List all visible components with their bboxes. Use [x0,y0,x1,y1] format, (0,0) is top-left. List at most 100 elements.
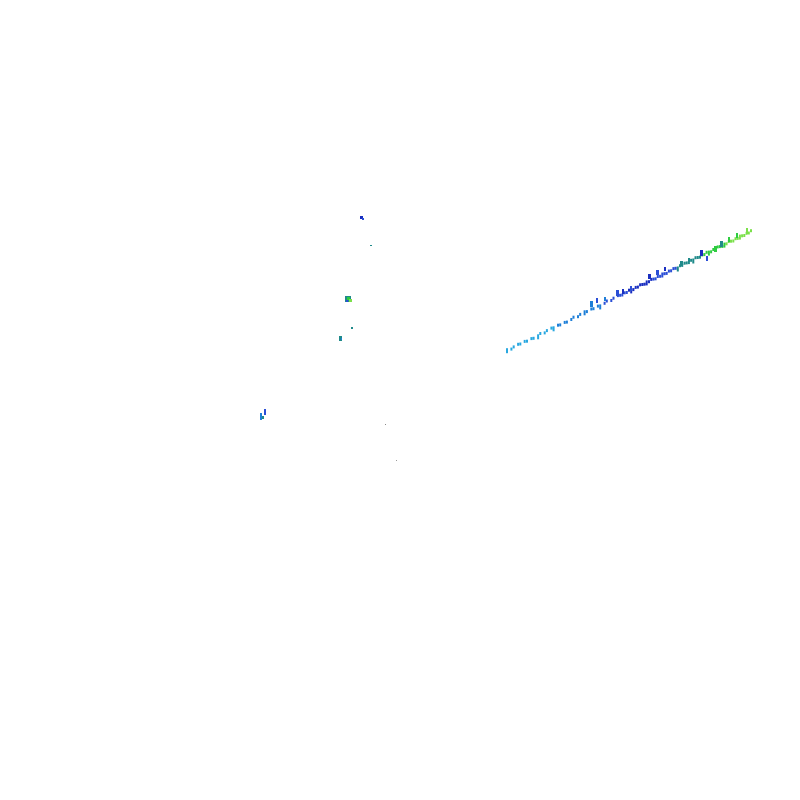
streak-point [712,248,715,251]
streak-point [519,342,522,346]
streak-point [718,245,721,249]
streak-point [552,326,555,332]
isolated-point [347,297,350,300]
streak-point [619,293,622,297]
streak-point [707,250,710,256]
streak-point [699,255,701,259]
streak-point [747,231,750,235]
streak-cluster-point [648,274,651,279]
point-cloud [260,216,752,461]
streak-point [641,283,644,286]
streak-point [610,299,613,302]
streak-point [734,237,737,241]
streak-point [517,342,520,346]
streak-point [696,256,699,259]
streak-point [683,261,686,265]
isolated-point [349,299,352,302]
streak-point [623,291,626,295]
streak-point [650,277,653,281]
streak-point [643,282,646,286]
streak-point [636,285,639,289]
streak-cluster-point [720,241,723,247]
streak-point [639,283,642,287]
isolated-point [396,460,397,461]
streak-cluster-point [656,270,659,275]
streak-point [659,274,662,278]
streak-point [676,266,679,272]
streak-cluster-point [736,233,738,238]
streak-point [539,332,542,335]
isolated-point [360,216,363,219]
streak-cluster-point [604,297,606,301]
streak-point [523,339,526,343]
streak-cluster-point [590,301,593,307]
streak-point [605,299,608,303]
streak-point [565,320,568,324]
streak-point [612,296,615,300]
streak-point [690,258,693,262]
streak-point [526,339,528,343]
isolated-point [370,245,372,246]
isolated-point [362,218,364,220]
streak-point [667,269,670,273]
streak-point [663,272,666,276]
streak-point [685,261,688,265]
isolated-point [346,300,348,302]
streak-point [557,323,559,327]
isolated-point [351,327,353,329]
streak-point [652,277,655,281]
streak-point [579,312,582,316]
streak-cluster-point [630,286,632,291]
streak-point [648,280,650,284]
streak-point [532,336,535,340]
streak-point [670,269,673,273]
streak-point [732,239,735,243]
streak-point [634,285,637,289]
streak-point [665,271,668,275]
streak-cluster-point [664,267,666,271]
streak-point [743,234,746,237]
streak-point [583,310,586,316]
streak-point [741,234,744,238]
streak-cluster-point [616,290,619,296]
streak-point [577,315,579,319]
streak-point [585,310,588,314]
streak-point [512,345,515,349]
streak-point [510,347,513,351]
isolated-point [264,409,266,415]
streak-point [570,318,573,321]
streak-point [730,239,732,243]
streak-point [725,242,728,246]
streak-point [599,304,602,310]
streak-point [563,320,566,324]
streak-point [530,337,533,341]
streak-point [687,261,690,265]
streak-point [621,293,624,297]
streak-cluster-point [714,246,717,252]
streak-point [692,258,695,264]
streak-cluster-point [728,237,730,242]
isolated-point [339,336,342,341]
streak-point [537,334,540,340]
streak-point [674,266,677,270]
streak-point [632,288,635,292]
streak-point [738,234,741,240]
streak-point [625,291,628,294]
streak-point [672,267,675,271]
streak-cluster-point [706,256,708,261]
streak-point [645,280,648,286]
streak-point [543,331,546,335]
streak-cluster-point [622,289,624,294]
streak-point [705,250,708,254]
streak-point [716,245,719,249]
streak-point [694,256,697,260]
streak-point [628,288,630,292]
isolated-point [260,413,262,420]
streak-point [723,242,726,248]
streak-point [506,348,508,354]
isolated-point [262,416,264,419]
streak-cluster-point [596,298,598,303]
streak-point [736,236,739,240]
